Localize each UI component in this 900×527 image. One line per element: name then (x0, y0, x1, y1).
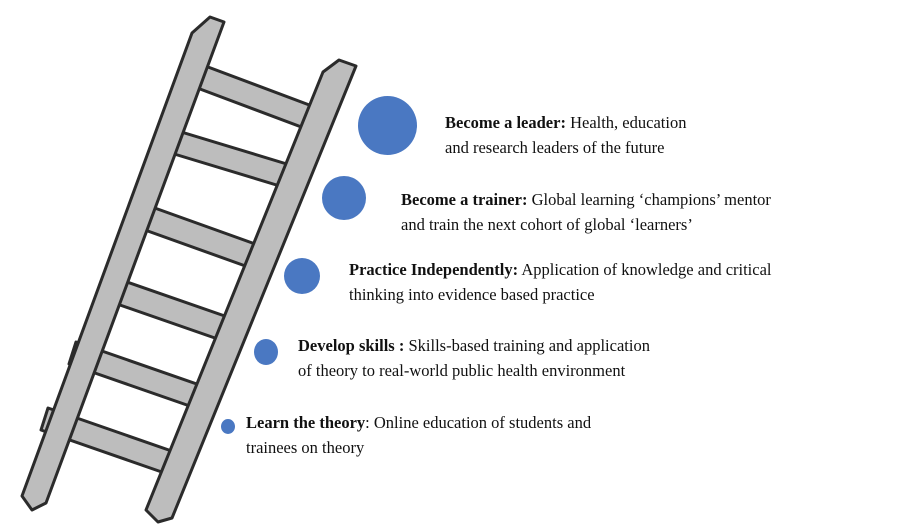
step-become-trainer: Become a trainer: Global learning ‘champ… (401, 187, 771, 237)
step-learn-theory: Learn the theory: Online education of st… (246, 410, 591, 460)
step-practice-independently: Practice Independently: Application of k… (349, 257, 772, 307)
step-desc: Application of knowledge and critical (521, 260, 772, 279)
step-title: Learn the theory (246, 413, 366, 432)
ladder-right-rail (144, 58, 358, 524)
level-marker-dot-4 (322, 176, 366, 220)
ladder-rungs (39, 62, 330, 480)
step-desc: and research leaders of the future (445, 138, 665, 157)
step-become-leader: Become a leader: Health, education and r… (445, 110, 686, 160)
step-title: Develop skills : (298, 336, 405, 355)
step-desc: : Online education of students and (365, 413, 592, 432)
ladder-left-rail (20, 15, 226, 512)
step-develop-skills: Develop skills : Skills-based training a… (298, 333, 650, 383)
step-desc: Global learning ‘champions’ mentor (531, 190, 771, 209)
step-desc: thinking into evidence based practice (349, 285, 595, 304)
level-marker-dot-1 (221, 419, 235, 434)
step-desc: and train the next cohort of global ‘lea… (401, 215, 693, 234)
level-marker-dot-5 (358, 96, 417, 155)
step-title: Become a leader: (445, 113, 566, 132)
step-title: Practice Independently: (349, 260, 519, 279)
step-desc: Health, education (570, 113, 687, 132)
step-title: Become a trainer: (401, 190, 528, 209)
level-marker-dot-2 (254, 339, 278, 365)
step-desc: of theory to real-world public health en… (298, 361, 626, 380)
step-desc: trainees on theory (246, 438, 365, 457)
step-desc: Skills-based training and application (408, 336, 650, 355)
level-marker-dot-3 (284, 258, 320, 294)
